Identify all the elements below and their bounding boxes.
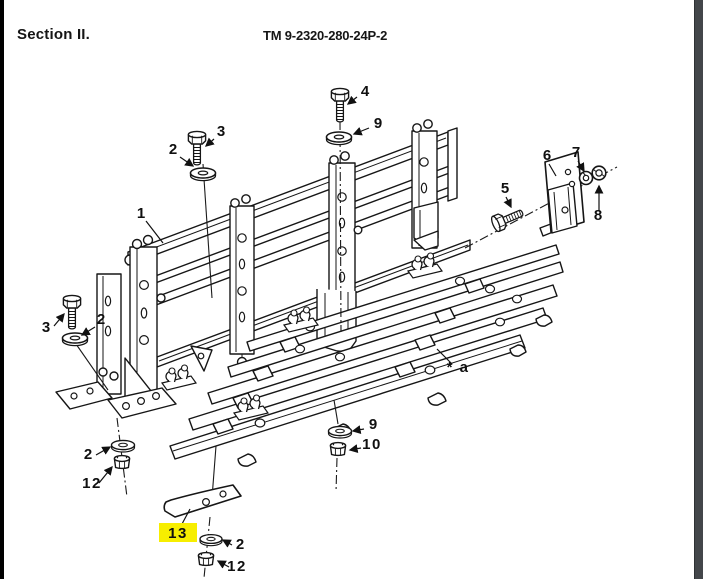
- callout-8: 8: [594, 207, 602, 224]
- nut-8: [591, 165, 607, 181]
- callout-2-left: 2: [97, 311, 105, 328]
- callout-12-bottom: 12: [227, 558, 247, 575]
- section-heading: Section II.: [17, 26, 91, 43]
- callout-1: 1: [137, 205, 145, 222]
- nut-12-bottom: [197, 551, 215, 567]
- callout-3-top: 3: [217, 123, 225, 140]
- clamp-hardware: [161, 364, 197, 391]
- bracket-13: [163, 484, 242, 518]
- callout-labels: 1 2 3 4 9 5 6 7 8 3 2 * a 9 10 2 12 13 2…: [42, 83, 602, 575]
- washer-2-bottom: [199, 533, 223, 547]
- fasteners: [61, 87, 353, 567]
- callout-13: 13: [168, 525, 188, 542]
- post-right-bracket: [413, 201, 439, 251]
- callout-5: 5: [501, 180, 509, 197]
- bolt-5: [489, 204, 527, 234]
- washer-2-lowleft: [110, 439, 136, 453]
- bracket-6: [544, 151, 585, 234]
- nut-10: [329, 441, 347, 457]
- callout-leaders: [53, 95, 604, 569]
- slatted-deck: [161, 244, 564, 467]
- page-left-border: [0, 0, 4, 579]
- callout-9-top: 9: [374, 115, 382, 132]
- latch-bracket-group: [489, 151, 607, 234]
- left-leg-assembly: [55, 273, 177, 419]
- callout-10: 10: [362, 436, 382, 453]
- callout-6: 6: [543, 147, 551, 164]
- nut-12-left: [113, 454, 131, 470]
- callout-2-bottom: 2: [236, 536, 244, 553]
- post-mid-left: [229, 194, 255, 368]
- callout-star-a: * a: [447, 359, 470, 376]
- page-right-border: [694, 0, 703, 579]
- callout-9-mid: 9: [369, 416, 377, 433]
- bolt-4: [330, 87, 350, 123]
- callout-7: 7: [572, 144, 580, 161]
- rack-posts: [129, 119, 439, 396]
- bolt-3-top: [187, 130, 207, 166]
- washer-2-top: [189, 167, 217, 182]
- callout-12-left: 12: [82, 475, 102, 492]
- callout-2-top: 2: [169, 141, 177, 158]
- foot-plate-left: [55, 381, 113, 410]
- lock-washer-7: [578, 170, 594, 186]
- washer-2-left: [61, 332, 89, 347]
- bolt-3-left: [62, 294, 82, 330]
- highlight-13: [159, 523, 197, 542]
- washer-9-mid: [327, 425, 353, 439]
- callout-3-left: 3: [42, 319, 50, 336]
- washer-9-top: [325, 131, 353, 146]
- callout-4: 4: [361, 83, 370, 100]
- callout-2-lowleft: 2: [84, 446, 92, 463]
- post-left: [129, 234, 166, 396]
- tm-number-heading: TM 9-2320-280-24P-2: [263, 28, 388, 43]
